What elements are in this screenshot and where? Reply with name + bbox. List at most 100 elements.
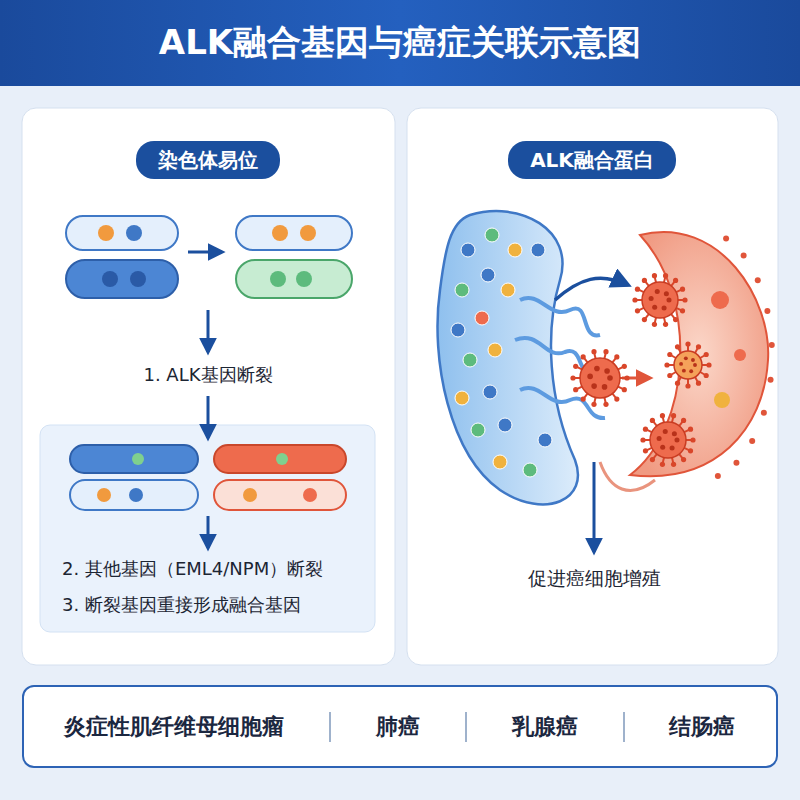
- spike-tip: [614, 397, 619, 402]
- organelle: [481, 268, 495, 282]
- surface-bump: [769, 342, 775, 348]
- cell-dot: [657, 436, 662, 441]
- cell-dot: [682, 369, 686, 373]
- spike-tip: [591, 349, 596, 354]
- organelle: [523, 463, 537, 477]
- section-pill: 染色体易位: [136, 141, 280, 179]
- organelle: [711, 291, 729, 309]
- title-band: [0, 0, 800, 86]
- section-title: ALK融合蛋白: [530, 147, 654, 174]
- cancer-cell: [640, 413, 695, 467]
- spike-tip: [675, 344, 680, 349]
- cell-dot: [591, 383, 597, 389]
- organelle: [475, 311, 489, 325]
- spike-tip: [650, 418, 655, 423]
- spike-tip: [642, 278, 647, 283]
- down-arrow: [207, 516, 210, 548]
- organelle: [455, 283, 469, 297]
- divider: [329, 712, 331, 742]
- cell-dot: [602, 384, 608, 390]
- organelle: [463, 353, 477, 367]
- spike-tip: [696, 344, 701, 349]
- cell-dot: [607, 375, 613, 381]
- spike-tip: [660, 413, 665, 418]
- organelle: [508, 243, 522, 257]
- fused-chromosomes: [70, 445, 346, 510]
- divider: [623, 712, 625, 742]
- cell-dot: [655, 289, 660, 294]
- spike-tip: [652, 273, 657, 278]
- step-label: 1. ALK基因断裂: [143, 363, 272, 387]
- organelle: [461, 243, 475, 257]
- surface-bump: [755, 277, 761, 283]
- right-card: [407, 108, 778, 665]
- spike-tip: [570, 375, 575, 380]
- surface-bump: [715, 473, 721, 479]
- spike-tip: [673, 278, 678, 283]
- spike-tip: [673, 317, 678, 322]
- step-text: 3. 断裂基因重接形成融合基因: [62, 593, 359, 617]
- spike-tip: [688, 427, 693, 432]
- spike-tip: [685, 383, 690, 388]
- cancer-name: 乳腺癌: [512, 712, 578, 742]
- spike-tip: [681, 418, 686, 423]
- cell-dot: [693, 363, 697, 367]
- spike-tip: [635, 287, 640, 292]
- spike-tip: [591, 402, 596, 407]
- organelle: [501, 283, 515, 297]
- cell-illustration: [438, 211, 775, 552]
- spike-tip: [667, 352, 672, 357]
- spike-tip: [603, 349, 608, 354]
- cancer-cell: [632, 273, 687, 327]
- spike-tip: [690, 437, 695, 442]
- cell-dot: [604, 368, 610, 374]
- spike-tip: [573, 364, 578, 369]
- cell-body: [674, 351, 702, 379]
- spike-tip: [681, 457, 686, 462]
- cell-dot: [666, 297, 671, 302]
- spike-tip: [640, 437, 645, 442]
- cell-dot: [674, 437, 679, 442]
- spike-tip: [664, 362, 669, 367]
- organelle: [531, 243, 545, 257]
- surface-bump: [733, 460, 739, 466]
- spike-tip: [675, 381, 680, 386]
- cell-body: [580, 358, 620, 398]
- spike-tip: [696, 381, 701, 386]
- cell-dot: [664, 291, 669, 296]
- cell-dot: [594, 366, 600, 372]
- chromosomes-before: [66, 216, 222, 298]
- spike-tip: [682, 297, 687, 302]
- cell-dot: [660, 445, 665, 450]
- title: ALK融合基因与癌症关联示意图: [0, 0, 800, 86]
- spike-tip: [624, 375, 629, 380]
- spike-tip: [685, 341, 690, 346]
- spike-tip: [652, 322, 657, 327]
- spike-tip: [581, 354, 586, 359]
- cancer-cell: [570, 349, 629, 407]
- surface-bump: [764, 308, 770, 314]
- spike-tip: [680, 287, 685, 292]
- cell-dot: [684, 356, 688, 360]
- cancer-type-band: 炎症性肌纤维母细胞瘤肺癌乳腺癌结肠癌: [22, 685, 778, 768]
- section-title: 染色体易位: [158, 147, 258, 174]
- organelle: [451, 323, 465, 337]
- surface-bump: [749, 438, 755, 444]
- organelle: [714, 392, 730, 408]
- spike-tip: [663, 273, 668, 278]
- cell-dot: [663, 429, 668, 434]
- cancer-cell: [664, 341, 711, 388]
- organelle: [488, 343, 502, 357]
- down-arrow: [207, 396, 210, 438]
- spike-tip: [688, 448, 693, 453]
- cancer-name: 结肠癌: [669, 712, 735, 742]
- spike-tip: [706, 362, 711, 367]
- spike-tip: [643, 448, 648, 453]
- spike-tip: [643, 427, 648, 432]
- spike-tip: [622, 364, 627, 369]
- cell-dot: [691, 358, 695, 362]
- cancer-name: 炎症性肌纤维母细胞瘤: [64, 712, 284, 742]
- organelle: [538, 433, 552, 447]
- section-pill: ALK融合蛋白: [508, 141, 676, 179]
